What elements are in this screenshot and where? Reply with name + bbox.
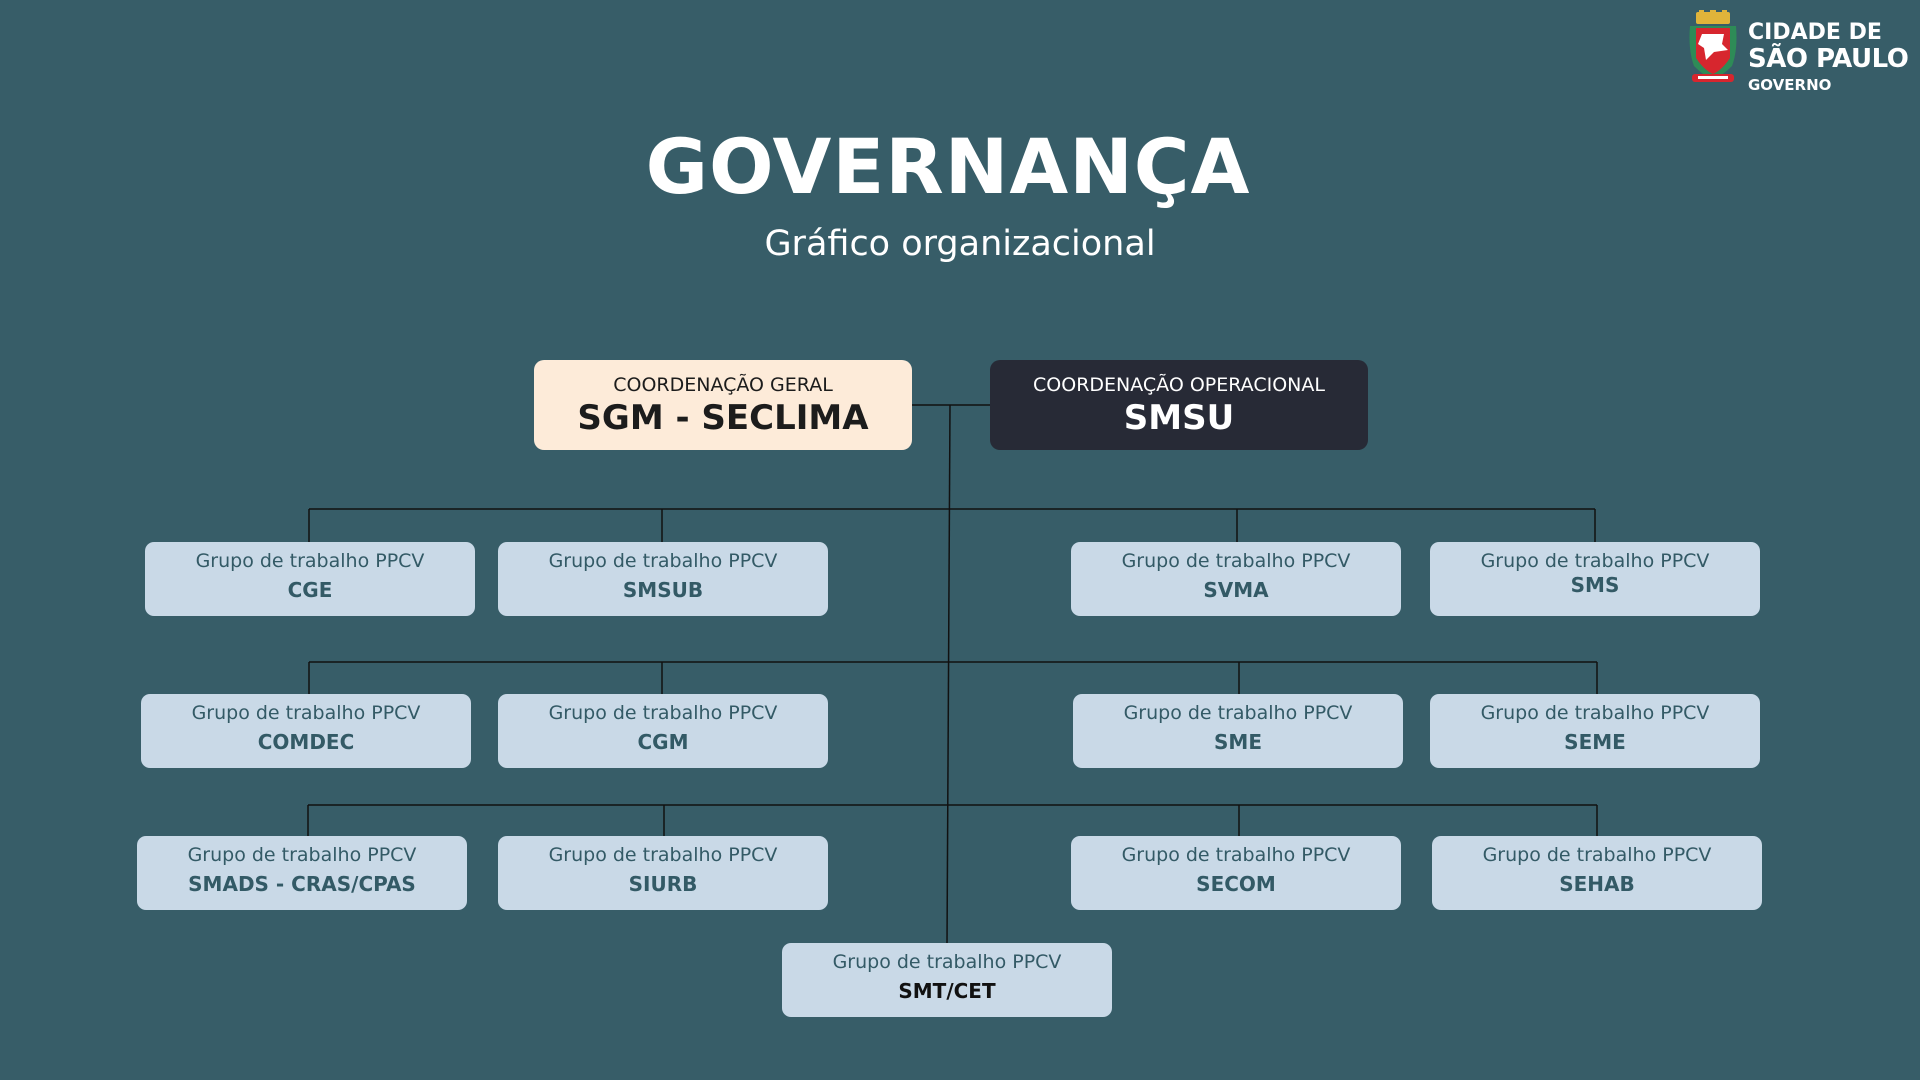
- coordenacao-operacional-label: COORDENAÇÃO OPERACIONAL: [1033, 374, 1325, 396]
- group-value: SMT/CET: [898, 979, 996, 1003]
- group-box-sehab: Grupo de trabalho PPCV SEHAB: [1432, 836, 1762, 910]
- group-label: Grupo de trabalho PPCV: [548, 550, 778, 572]
- group-box-svma: Grupo de trabalho PPCV SVMA: [1071, 542, 1401, 616]
- group-box-smsub: Grupo de trabalho PPCV SMSUB: [498, 542, 828, 616]
- group-label: Grupo de trabalho PPCV: [195, 550, 425, 572]
- group-box-seme: Grupo de trabalho PPCV SEME: [1430, 694, 1760, 768]
- group-label: Grupo de trabalho PPCV: [1121, 844, 1351, 866]
- group-label: Grupo de trabalho PPCV: [1480, 702, 1710, 724]
- group-value: SMS: [1570, 573, 1620, 597]
- group-box-comdec: Grupo de trabalho PPCV COMDEC: [141, 694, 471, 768]
- group-value: SECOM: [1196, 872, 1276, 896]
- page-title: GOVERNANÇA: [645, 122, 1251, 211]
- group-value: SVMA: [1203, 578, 1269, 602]
- group-value: SEHAB: [1559, 872, 1635, 896]
- group-label: Grupo de trabalho PPCV: [548, 702, 778, 724]
- city-logo: CIDADE DE SÃO PAULO GOVERNO: [1684, 8, 1912, 94]
- group-label: Grupo de trabalho PPCV: [832, 951, 1062, 973]
- group-value: SME: [1214, 730, 1262, 754]
- logo-text-line3: GOVERNO: [1748, 76, 1832, 94]
- group-box-cge: Grupo de trabalho PPCV CGE: [145, 542, 475, 616]
- group-label: Grupo de trabalho PPCV: [1480, 550, 1710, 572]
- group-label: Grupo de trabalho PPCV: [1123, 702, 1353, 724]
- group-label: Grupo de trabalho PPCV: [191, 702, 421, 724]
- logo-text-line1: CIDADE DE: [1748, 20, 1882, 45]
- connector-trunk: [946, 404, 951, 945]
- group-value: COMDEC: [257, 730, 355, 754]
- group-value: SIURB: [628, 872, 698, 896]
- group-box-sms: Grupo de trabalho PPCV SMS: [1430, 542, 1760, 616]
- coordenacao-geral-box: COORDENAÇÃO GERAL SGM - SECLIMA: [534, 360, 912, 450]
- group-label: Grupo de trabalho PPCV: [1121, 550, 1351, 572]
- logo-text-line2: SÃO PAULO: [1748, 44, 1909, 74]
- coordenacao-geral-label: COORDENAÇÃO GERAL: [613, 374, 833, 396]
- group-box-secom: Grupo de trabalho PPCV SECOM: [1071, 836, 1401, 910]
- group-box-sme: Grupo de trabalho PPCV SME: [1073, 694, 1403, 768]
- group-box-smads: Grupo de trabalho PPCV SMADS - CRAS/CPAS: [137, 836, 467, 910]
- group-box-siurb: Grupo de trabalho PPCV SIURB: [498, 836, 828, 910]
- group-box-smt-cet: Grupo de trabalho PPCV SMT/CET: [782, 943, 1112, 1017]
- group-value: SEME: [1564, 730, 1626, 754]
- page-subtitle: Gráfico organizacional: [764, 224, 1156, 264]
- coordenacao-operacional-value: SMSU: [1123, 398, 1235, 438]
- group-box-cgm: Grupo de trabalho PPCV CGM: [498, 694, 828, 768]
- group-label: Grupo de trabalho PPCV: [187, 844, 417, 866]
- group-value: SMADS - CRAS/CPAS: [188, 872, 416, 896]
- sao-paulo-coat-of-arms-icon: [1689, 10, 1737, 82]
- group-value: SMSUB: [622, 578, 704, 602]
- coordenacao-geral-value: SGM - SECLIMA: [577, 398, 869, 438]
- group-value: CGE: [287, 578, 333, 602]
- coordenacao-operacional-box: COORDENAÇÃO OPERACIONAL SMSU: [990, 360, 1368, 450]
- group-label: Grupo de trabalho PPCV: [1482, 844, 1712, 866]
- group-label: Grupo de trabalho PPCV: [548, 844, 778, 866]
- group-value: CGM: [637, 730, 689, 754]
